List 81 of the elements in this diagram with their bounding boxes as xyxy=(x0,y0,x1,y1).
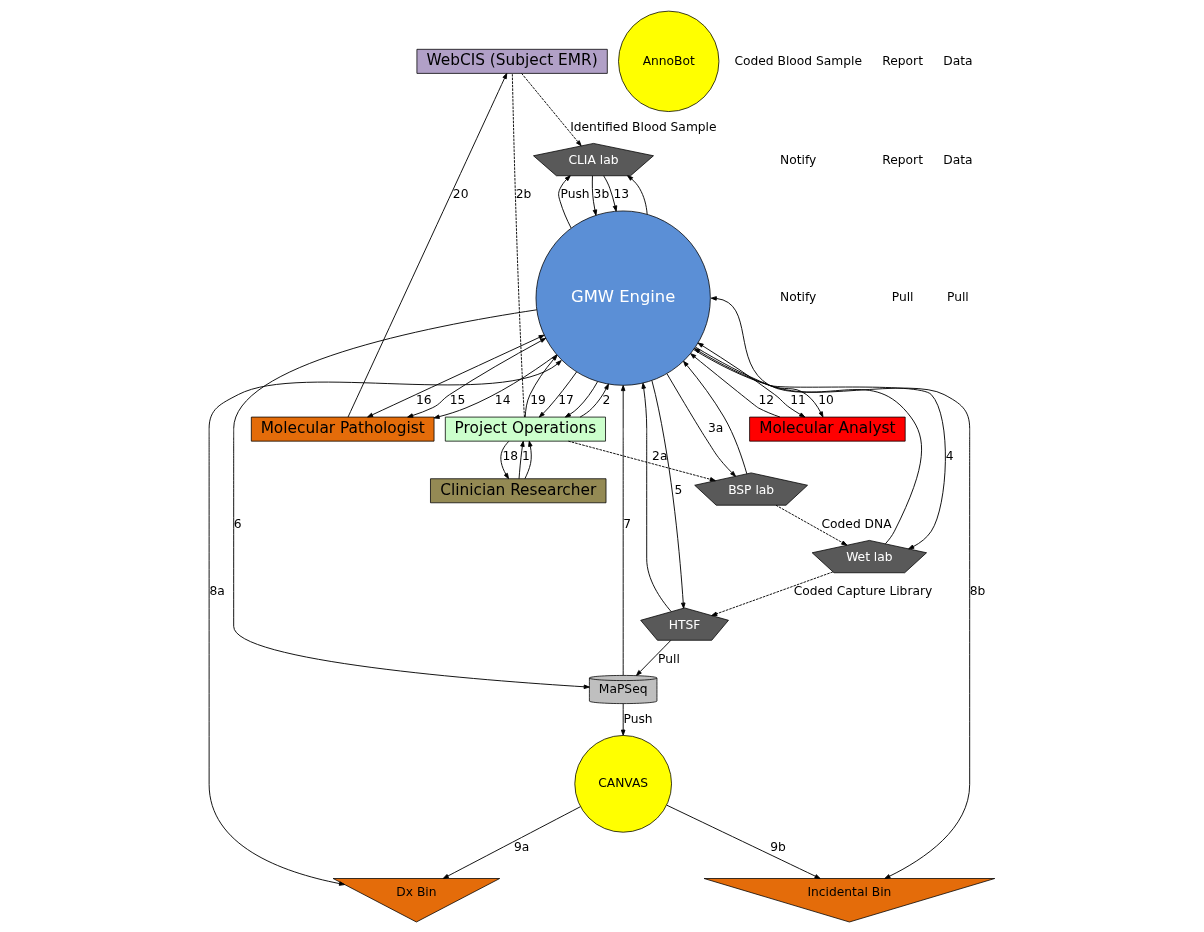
arrow xyxy=(603,174,618,212)
arrow xyxy=(651,379,686,609)
arrow xyxy=(627,174,648,215)
edge-label: Coded DNA xyxy=(821,516,892,531)
edge-label: 13 xyxy=(613,186,630,201)
arrow xyxy=(524,354,558,417)
edge-label: 8b xyxy=(969,583,986,598)
node-box: Molecular Analyst xyxy=(749,416,906,442)
node-circle: CANVAS xyxy=(574,734,672,833)
label: Data xyxy=(943,53,973,68)
arrow xyxy=(620,702,626,736)
edge-label: 2a xyxy=(652,448,668,463)
arrow xyxy=(233,308,590,689)
edge-label: 11 xyxy=(790,392,806,407)
arrow xyxy=(518,440,525,479)
edge-label: 4 xyxy=(945,448,954,463)
label: Pull xyxy=(891,289,914,304)
arrow xyxy=(442,805,581,879)
edge-label: 12 xyxy=(758,392,775,407)
label: Report xyxy=(882,152,923,167)
node-box: Clinician Researcher xyxy=(430,477,607,503)
arrow xyxy=(591,174,598,216)
arrow xyxy=(690,352,781,417)
edge-label: 19 xyxy=(530,392,546,407)
label: Coded Blood Sample xyxy=(734,53,863,68)
edge-label: Push xyxy=(560,186,590,201)
arrow xyxy=(636,639,672,676)
edge-label: 8a xyxy=(209,583,225,598)
node-circle: AnnoBot xyxy=(618,10,720,112)
label: Notify xyxy=(780,152,817,167)
arrow xyxy=(711,571,834,616)
arrow xyxy=(521,72,582,146)
edge-label: 16 xyxy=(416,392,432,407)
arrow xyxy=(538,371,578,417)
edge-label: 2b xyxy=(515,186,532,201)
edge-label: 14 xyxy=(494,392,511,407)
edge-label: 2 xyxy=(602,392,611,407)
edge-label: 5 xyxy=(674,482,683,497)
edge-label: 3a xyxy=(707,420,724,435)
arrow xyxy=(641,382,672,612)
edge-label: 6 xyxy=(233,516,242,531)
edge-label: 1 xyxy=(522,448,530,463)
node-box: Project Operations xyxy=(444,416,606,442)
arrow xyxy=(710,295,971,879)
arrow xyxy=(620,384,626,676)
arrow xyxy=(666,372,736,477)
arrow xyxy=(558,174,572,228)
arrow xyxy=(347,72,508,417)
arrow xyxy=(666,804,821,879)
arrow xyxy=(564,380,599,418)
edge-label: Identified Blood Sample xyxy=(570,119,717,134)
arrow xyxy=(407,337,547,418)
node-box: Molecular Pathologist xyxy=(250,416,435,442)
edge-label: 20 xyxy=(452,186,469,201)
arrow xyxy=(683,360,748,474)
arrow xyxy=(579,383,609,417)
edge-label: 9b xyxy=(770,839,786,854)
arrow xyxy=(567,440,716,481)
edge-label: Pull xyxy=(658,651,680,666)
arrow xyxy=(433,353,558,419)
arrow xyxy=(208,359,562,886)
edge-label: 7 xyxy=(623,516,632,531)
arrow xyxy=(500,440,510,479)
label: Report xyxy=(882,53,923,68)
arrow xyxy=(775,504,848,546)
edge-label: Push xyxy=(623,711,653,726)
edge-label: 18 xyxy=(502,448,519,463)
arrow xyxy=(524,440,533,479)
edge-label: 17 xyxy=(558,392,574,407)
edge-label: 10 xyxy=(818,392,834,407)
edge-label: 3b xyxy=(593,186,610,201)
edge-label: 15 xyxy=(449,392,466,407)
label: Pull xyxy=(947,289,969,304)
arrow xyxy=(367,334,545,417)
node-box: WebCIS (Subject EMR) xyxy=(416,48,608,74)
label: Data xyxy=(943,152,973,167)
edge-label: 9a xyxy=(513,839,530,854)
arrow xyxy=(695,346,824,417)
label: Notify xyxy=(780,289,817,304)
edge-label: Coded Capture Library xyxy=(793,583,933,598)
arrow xyxy=(697,342,806,417)
